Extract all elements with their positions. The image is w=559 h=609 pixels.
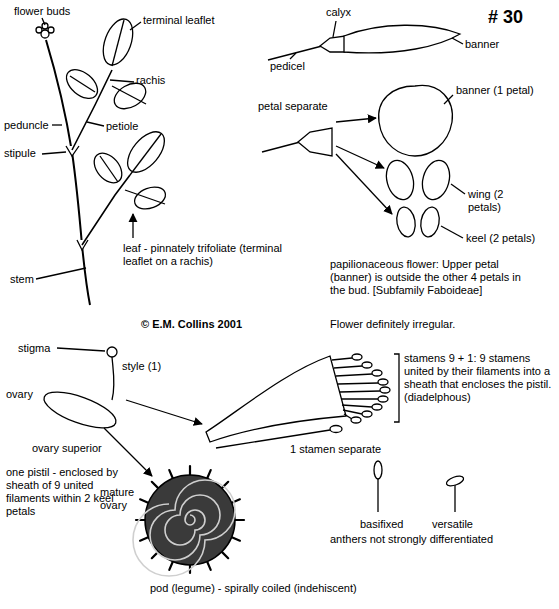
part-label: ovary superior bbox=[32, 442, 102, 455]
part-label: 1 stamen separate bbox=[290, 443, 381, 456]
part-label: keel (2 petals) bbox=[466, 232, 535, 245]
part-label: petiole bbox=[106, 120, 138, 133]
part-label: rachis bbox=[136, 74, 165, 87]
part-label: mature ovary bbox=[100, 486, 144, 512]
part-label: wing (2 petals) bbox=[468, 188, 526, 214]
note-text: Flower definitely irregular. bbox=[330, 318, 455, 331]
part-label: ovary bbox=[6, 388, 33, 401]
part-label: pod (legume) - spirally coiled (indehisc… bbox=[150, 582, 357, 595]
part-label: stem bbox=[10, 273, 34, 286]
sheet-number: # 30 bbox=[488, 6, 523, 28]
copyright-note: © E.M. Collins 2001 bbox=[141, 318, 242, 331]
part-label: banner (1 petal) bbox=[456, 84, 534, 97]
part-label: banner bbox=[465, 38, 499, 51]
part-label: calyx bbox=[326, 6, 351, 19]
note-text: stamens 9 + 1: 9 stamens united by their… bbox=[404, 352, 554, 404]
part-label: stipule bbox=[4, 147, 36, 160]
part-label: stigma bbox=[18, 342, 50, 355]
part-label: leaf - pinnately trifoliate (terminal le… bbox=[123, 242, 291, 268]
part-label: basifixed bbox=[360, 518, 403, 531]
part-label: petal separate bbox=[258, 100, 328, 113]
part-label: style (1) bbox=[122, 360, 161, 373]
part-label: peduncle bbox=[4, 119, 49, 132]
note-text: papilionaceous flower: Upper petal (bann… bbox=[330, 258, 530, 297]
part-label: flower buds bbox=[14, 5, 70, 18]
part-label: terminal leaflet bbox=[143, 14, 215, 27]
note-text: anthers not strongly differentiated bbox=[330, 533, 493, 546]
part-label: pedicel bbox=[270, 60, 305, 73]
part-label: versatile bbox=[432, 518, 473, 531]
